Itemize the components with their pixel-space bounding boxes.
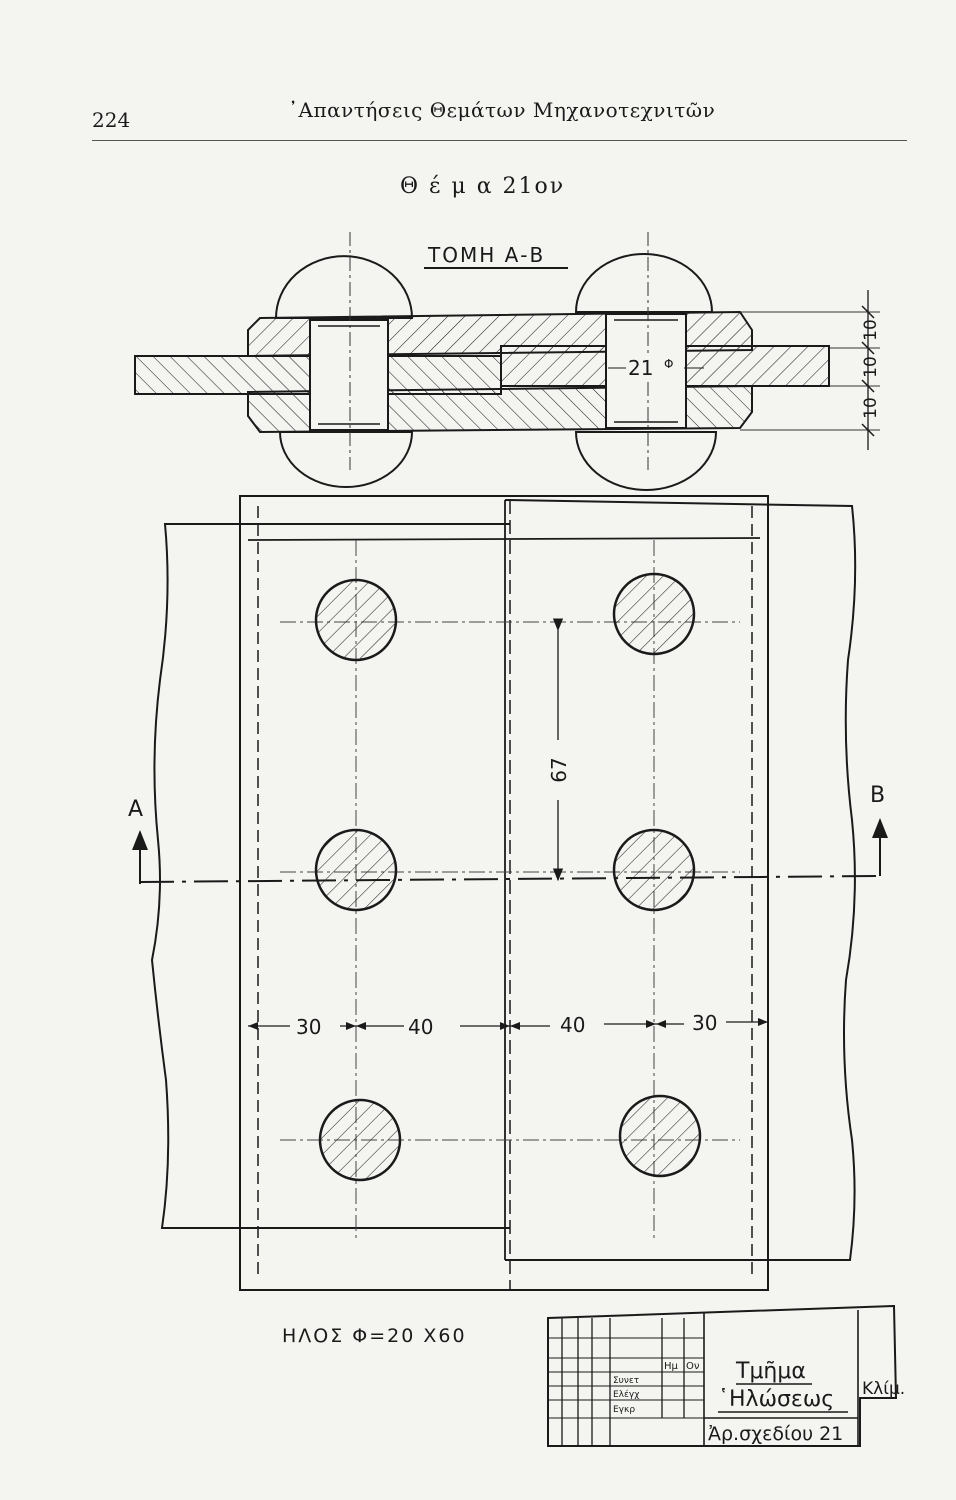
title-department-line2: ῾Ηλώσεως (718, 1387, 834, 1412)
thickness-dim-middle: 10 (861, 356, 881, 378)
title-department-line1: Τμῆμα (735, 1359, 806, 1384)
rivet-head-top-left (274, 255, 414, 319)
pitch-dim-label: 67 (547, 757, 571, 782)
plan-left-plate (150, 523, 510, 1229)
section-marker-a: A (128, 797, 143, 822)
title-row-drawn: Συνετ (613, 1376, 639, 1386)
rivet-plan-4 (612, 828, 696, 912)
rivet-plan-5 (318, 1098, 402, 1182)
title-block: Ημ Ον Συνετ Ελέγχ Εγκρ Τμῆμα ῾Ηλώσεως Ἀρ… (547, 1304, 905, 1447)
section-marker-b: B (870, 783, 885, 808)
title-drawing-number: Ἀρ.σχεδίου 21 (708, 1423, 843, 1445)
thickness-dim-bottom: 10 (861, 397, 881, 419)
title-col-date: Ον (686, 1361, 700, 1372)
dim-40-right: 40 (560, 1013, 585, 1037)
title-block-frame (547, 1304, 898, 1447)
dim-40-left: 40 (408, 1015, 433, 1039)
dim-30-left: 30 (296, 1015, 321, 1039)
section-view: ΤΟΜΗ Α-Β 21 Φ (134, 232, 881, 491)
rivet-head-bottom-left (278, 431, 414, 488)
rivet-plan-2 (612, 572, 696, 656)
title-row-checked: Ελέγχ (613, 1389, 639, 1400)
title-row-approved: Εγκρ (613, 1405, 635, 1415)
running-header: ᾿Απαντήσεις Θεμάτων Μηχανοτεχνιτῶν (288, 98, 716, 122)
phi-symbol: Φ (664, 357, 673, 371)
thickness-dim-top: 10 (861, 319, 881, 341)
rivet-spec: ΗΛΟΣ Φ=20 X60 (282, 1325, 467, 1347)
topic-title: Θ έ μ α 21ον (400, 174, 566, 199)
plan-right-plate (504, 499, 857, 1261)
rivet-head-bottom-right (574, 431, 718, 491)
section-title: ΤΟΜΗ Α-Β (427, 243, 545, 267)
rivet-plan-1 (314, 578, 398, 662)
plan-cover-strap (239, 495, 769, 1291)
title-scale-label: Κλίμ. (862, 1379, 905, 1399)
rivet-head-top-right (574, 253, 714, 313)
rivet-plan-3 (314, 828, 398, 912)
rivet-shank-left (309, 319, 389, 431)
hole-diameter-label: 21 (628, 356, 653, 380)
title-col-name: Ημ (664, 1361, 679, 1372)
page-number: 224 (92, 108, 131, 132)
plan-view: 67 A B 30 40 40 30 (128, 495, 888, 1291)
rivet-plan-6 (618, 1094, 702, 1178)
header-rule (92, 140, 907, 141)
dim-30-right: 30 (692, 1011, 717, 1035)
